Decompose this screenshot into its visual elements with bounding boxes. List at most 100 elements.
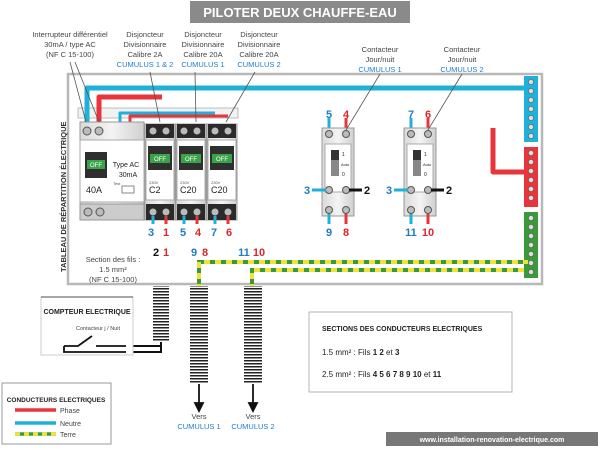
section-note-line2: 1.5 mm² [99,265,127,274]
callout-b2a-line3: Calibre 2A [127,50,162,59]
callout-leaders [69,61,463,131]
sheathed-cables [153,286,262,384]
breaker-2-rating: C20 [180,185,197,195]
breaker-terminal-3: 3 [148,227,154,239]
callout-c2-line2: Jour/nuit [448,55,478,64]
callout-b20a2-line2: Divisionnaire [238,40,281,49]
callout-c2-line1: Contacteur [444,45,481,54]
busbar-screw [528,215,534,221]
contactor-2-numbers: 7 6 3 2 11 10 [386,109,452,239]
meter-contact-label: Contacteur j / Nuit [76,326,120,332]
c1-side-2: 2 [364,185,370,197]
callout-b20a2-line1: Disjoncteur [240,30,278,39]
busbar-screw [528,168,534,174]
legend-neutral-label: Neutre [60,421,81,428]
busbars [524,76,538,278]
output-labels: Vers CUMULUS 1 Vers CUMULUS 2 [177,412,274,431]
busbar-screw [528,233,534,239]
electric-meter: COMPTEUR ELECTRIQUE Contacteur j / Nuit [40,296,134,356]
breaker-3-off: OFF [216,157,228,163]
c1-top-4: 4 [343,109,350,121]
meter-link [126,342,162,353]
busbar-screw [528,195,534,201]
breaker-terminal-4: 4 [195,227,202,239]
callout-b20a1-line4: CUMULUS 1 [181,60,224,69]
phase-to-busbar [490,128,528,175]
section-note-line1: Section des fils : [86,255,141,264]
cable-b-9: 9 [191,247,197,259]
cable-c-10: 10 [253,247,265,259]
legend-earth-label: Terre [60,432,76,439]
breaker-1-off: OFF [154,157,166,163]
c2-bottom-10: 10 [422,227,434,239]
cable-c-11: 11 [238,247,250,259]
output-2-vers: Vers [245,412,260,421]
cable-a-1: 1 [163,247,169,259]
c2-switch-0: 0 [424,172,427,178]
neutral-wire-top [84,85,528,124]
legend: CONDUCTEURS ELECTRIQUES Phase Neutre Ter… [1,382,112,445]
busbar-screw [528,159,534,165]
c2-side-3: 3 [386,185,392,197]
callout-b20a1-line2: Divisionnaire [182,40,225,49]
c2-top-7: 7 [408,109,414,121]
callout-diff-line2: 30mA / type AC [44,40,96,49]
website-url: www.installation-renovation-electrique.c… [419,437,565,444]
callout-diff-line1: Interrupteur différentiel [32,30,108,39]
c2-side-2: 2 [446,185,452,197]
callout-b2a-line2: Divisionnaire [124,40,167,49]
neutral-bus-link [118,111,215,124]
contactor-1: 1 Auto 0 [321,127,355,217]
callout-b20a2-line3: Calibre 20A [239,50,278,59]
breaker-terminal-5: 5 [180,227,186,239]
diff-off-label: OFF [90,163,102,169]
output-2-target: CUMULUS 2 [231,422,274,431]
c1-bottom-9: 9 [326,227,332,239]
section-note-line3: (NF C 15-100) [89,275,137,284]
meter-title: COMPTEUR ELECTRIQUE [43,309,130,316]
meter-switch-icon [63,335,126,353]
sections-box: SECTIONS DES CONDUCTEURS ELECTRIQUES 1.5… [308,311,513,393]
callout-b2a-line1: Disjoncteur [126,30,164,39]
busbar-screw [528,97,534,103]
breaker-c20-1: OFF 230V C20 [175,123,207,221]
busbar-screw [528,150,534,156]
output-1-vers: Vers [191,412,206,421]
callout-diff-line3: (NF C 15-100) [46,50,94,59]
busbar-screw [528,79,534,85]
breaker-2-off: OFF [185,157,197,163]
c1-bottom-8: 8 [343,227,349,239]
legend-title: CONDUCTEURS ELECTRIQUES [7,397,106,404]
page-title: PILOTER DEUX CHAUFFE-EAU [203,5,397,20]
busbar-screw [528,106,534,112]
breaker-terminal-7: 7 [211,227,217,239]
c2-bottom-11: 11 [405,227,417,239]
c2-switch-1: 1 [424,152,427,158]
callout-b20a1-line3: Calibre 20A [183,50,222,59]
breaker-1-rating: C2 [149,185,161,195]
section-note: Section des fils : 1.5 mm² (NF C 15-100) [86,255,141,284]
callout-contactor-1: Contacteur Jour/nuit CUMULUS 1 [358,45,401,74]
breaker-terminal-numbers: 3 1 5 4 7 6 [148,227,232,239]
breaker-output-wires [151,216,230,224]
c1-side-3: 3 [304,185,310,197]
c2-top-6: 6 [425,109,431,121]
callout-breaker-20a-2: Disjoncteur Divisionnaire Calibre 20A CU… [237,30,280,69]
cable-cumulus-1 [190,286,208,384]
callout-breaker-2a: Disjoncteur Divisionnaire Calibre 2A CUM… [117,30,174,69]
sections-line-2: 2.5 mm² : Fils 4 5 6 7 8 9 10 et 11 [322,370,442,379]
busbar-screw [528,260,534,266]
cable-meter [153,286,169,342]
c1-switch-1: 1 [342,152,345,158]
output-arrows [193,384,259,414]
callout-b2a-line4: CUMULUS 1 & 2 [117,60,174,69]
diff-type-label: Type AC [113,162,139,169]
contactor-1-numbers: 5 4 3 2 9 8 [304,109,370,239]
c1-switch-auto: Auto [341,162,350,167]
c2-switch-auto: Auto [423,162,432,167]
callout-differential: Interrupteur différentiel 30mA / type AC… [32,30,108,59]
contactor-2: 1 Auto 0 [403,127,437,217]
busbar-screw [528,133,534,139]
diff-ma-label: 30mA [119,172,138,179]
